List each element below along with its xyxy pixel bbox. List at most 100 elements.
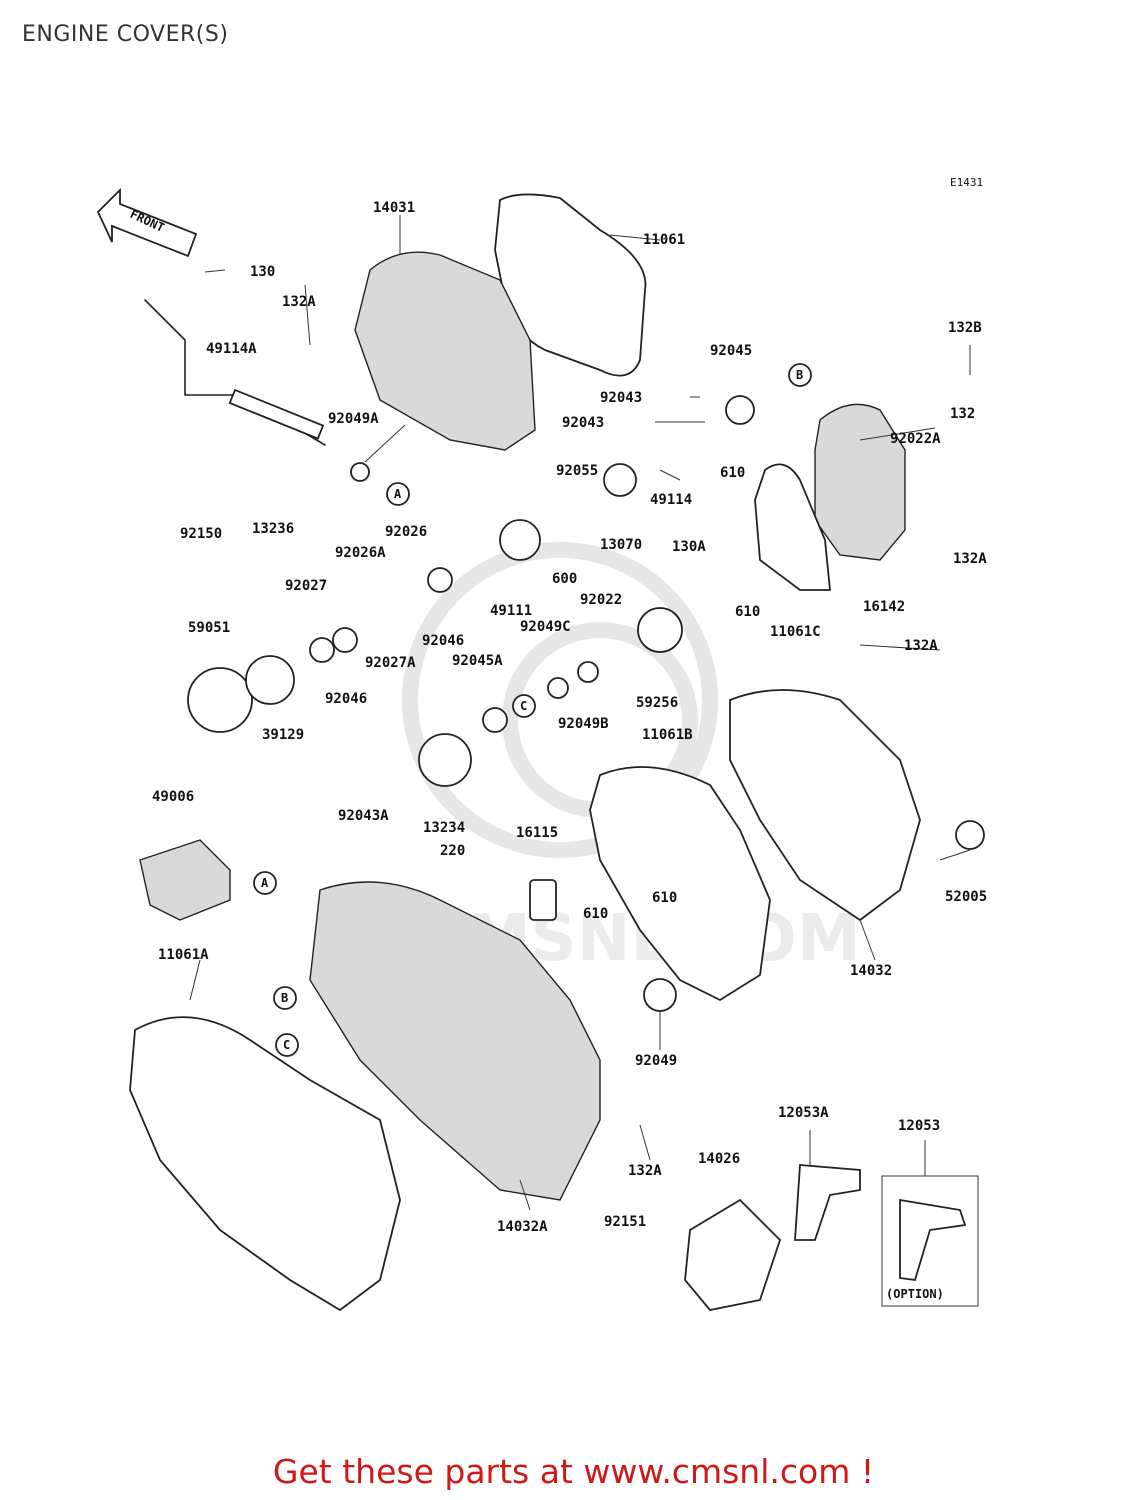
part-label: 59051 bbox=[188, 620, 230, 636]
bearing-92045 bbox=[725, 395, 755, 425]
part-label: 92046 bbox=[325, 691, 367, 707]
part-label: 92022A bbox=[890, 431, 941, 447]
page-title: ENGINE COVER(S) bbox=[22, 22, 229, 47]
guard-14026 bbox=[684, 1198, 782, 1311]
part-label: 610 bbox=[583, 906, 608, 922]
washer-92046b bbox=[427, 567, 453, 593]
part-label: 92027A bbox=[365, 655, 416, 671]
washer-92046 bbox=[332, 627, 358, 653]
callout-a-2: A bbox=[253, 871, 277, 895]
svg-text:C: C bbox=[520, 699, 527, 713]
part-label: 52005 bbox=[945, 889, 987, 905]
seal-92049A bbox=[350, 462, 370, 482]
part-label: 132A bbox=[953, 551, 987, 567]
part-label: 92049 bbox=[635, 1053, 677, 1069]
gasket-11061C bbox=[754, 463, 831, 591]
part-label: 92043 bbox=[600, 390, 642, 406]
callout-a-1: A bbox=[386, 482, 410, 506]
part-label: 12053 bbox=[898, 1118, 940, 1134]
part-label: 14026 bbox=[698, 1151, 740, 1167]
part-label: 92049C bbox=[520, 619, 571, 635]
svg-text:A: A bbox=[261, 876, 269, 890]
part-label: 610 bbox=[652, 890, 677, 906]
part-label: 92046 bbox=[422, 633, 464, 649]
gear-13234 bbox=[418, 733, 472, 787]
part-label: 92027 bbox=[285, 578, 327, 594]
part-label: 132 bbox=[950, 406, 975, 422]
part-label: 13234 bbox=[423, 820, 465, 836]
part-label: 11061 bbox=[643, 232, 685, 248]
part-label: 11061C bbox=[770, 624, 821, 640]
impeller-13070 bbox=[603, 463, 637, 497]
svg-text:C: C bbox=[283, 1038, 290, 1052]
part-label: 14032 bbox=[850, 963, 892, 979]
callout-b-1: B bbox=[788, 363, 812, 387]
part-label: 132A bbox=[282, 294, 316, 310]
part-label: 49114 bbox=[650, 492, 692, 508]
option-label: (OPTION) bbox=[886, 1287, 944, 1301]
part-label: 92043A bbox=[338, 808, 389, 824]
part-label: 132A bbox=[628, 1163, 662, 1179]
part-label: 92151 bbox=[604, 1214, 646, 1230]
part-label: 14032A bbox=[497, 1219, 548, 1235]
part-label: 92055 bbox=[556, 463, 598, 479]
kick-shaft bbox=[228, 388, 325, 440]
seal-92049 bbox=[643, 978, 677, 1012]
part-label: 13070 bbox=[600, 537, 642, 553]
diagram-code: E1431 bbox=[950, 176, 983, 189]
part-label: 92026 bbox=[385, 524, 427, 540]
part-label: 92026A bbox=[335, 545, 386, 561]
bracket-12053A bbox=[794, 1164, 861, 1241]
part-label: 11061B bbox=[642, 727, 693, 743]
cover-14031 bbox=[354, 251, 536, 451]
plug-16115 bbox=[529, 879, 557, 921]
bearing-92027 bbox=[309, 637, 335, 663]
part-label: 39129 bbox=[262, 727, 304, 743]
part-label: 49111 bbox=[490, 603, 532, 619]
callout-c-1: C bbox=[512, 694, 536, 718]
part-label: 49114A bbox=[206, 341, 257, 357]
spring-39129 bbox=[245, 655, 295, 705]
elbow-49006 bbox=[139, 839, 231, 921]
part-label: 12053A bbox=[778, 1105, 829, 1121]
part-label: 130 bbox=[250, 264, 275, 280]
callout-b-2: B bbox=[273, 986, 297, 1010]
bearing-92045A bbox=[482, 707, 508, 733]
part-label: 13236 bbox=[252, 521, 294, 537]
part-label: 49006 bbox=[152, 789, 194, 805]
part-label: 132A bbox=[904, 638, 938, 654]
part-label: 11061A bbox=[158, 947, 209, 963]
option-box bbox=[881, 1175, 979, 1307]
seal-92049C bbox=[547, 677, 569, 699]
svg-text:B: B bbox=[281, 991, 288, 1005]
part-label: 59256 bbox=[636, 695, 678, 711]
impeller-59256 bbox=[637, 607, 683, 653]
part-label: 220 bbox=[440, 843, 465, 859]
part-label: 92045A bbox=[452, 653, 503, 669]
part-label: 92045 bbox=[710, 343, 752, 359]
water-pump-cover-16142 bbox=[814, 403, 906, 561]
front-arrow-icon: FRONT bbox=[96, 187, 198, 258]
svg-text:B: B bbox=[796, 368, 803, 382]
gasket-11061B bbox=[589, 766, 771, 1002]
gear-59051 bbox=[187, 667, 253, 733]
part-label: 16142 bbox=[863, 599, 905, 615]
cta-link-text[interactable]: Get these parts at www.cmsnl.com ! bbox=[272, 1452, 875, 1491]
part-label: 92049B bbox=[558, 716, 609, 732]
gasket-11061A bbox=[129, 1016, 401, 1312]
part-label: 132B bbox=[948, 320, 982, 336]
part-label: 92150 bbox=[180, 526, 222, 542]
cover-14032 bbox=[729, 689, 921, 922]
leader-lines bbox=[189, 215, 971, 1211]
part-label: 130A bbox=[672, 539, 706, 555]
part-label: 92022 bbox=[580, 592, 622, 608]
callout-c-2: C bbox=[275, 1033, 299, 1057]
crankcase-14032A bbox=[309, 881, 601, 1201]
part-label: 610 bbox=[735, 604, 760, 620]
part-label: 14031 bbox=[373, 200, 415, 216]
seal-52005 bbox=[955, 820, 985, 850]
part-label: 16115 bbox=[516, 825, 558, 841]
seal-92049B bbox=[577, 661, 599, 683]
part-label: 92043 bbox=[562, 415, 604, 431]
